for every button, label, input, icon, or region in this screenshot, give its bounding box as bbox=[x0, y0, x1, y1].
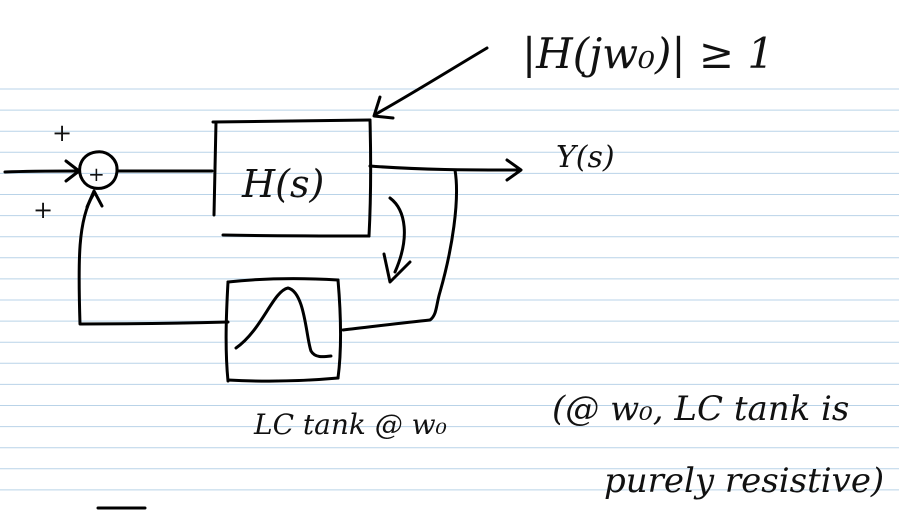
output-arrow bbox=[368, 158, 523, 182]
forward-block-label: H(s) bbox=[241, 162, 324, 206]
input-arrow bbox=[3, 159, 81, 183]
output-label: Y(s) bbox=[556, 140, 615, 175]
tank-caption: LC tank @ w₀ bbox=[253, 408, 447, 441]
summing-junction: + bbox=[78, 150, 119, 190]
sum-symbol: + bbox=[88, 162, 105, 186]
feedback-wire-right bbox=[341, 168, 458, 332]
gain-arrow bbox=[372, 46, 489, 120]
note-line-1: (@ w₀, LC tank is bbox=[552, 389, 849, 429]
ruled-lines bbox=[0, 88, 899, 491]
bandpass-curve-icon bbox=[234, 286, 333, 359]
forward-block: H(s) bbox=[211, 118, 373, 238]
note-line-2: purely resistive) bbox=[604, 461, 884, 501]
lc-tank-block bbox=[224, 277, 343, 383]
sum-sign-top: + bbox=[52, 119, 72, 147]
feedback-arrowhead bbox=[85, 189, 104, 209]
feedback-wire-left bbox=[77, 193, 230, 326]
sum-sign-bottom: + bbox=[33, 196, 53, 224]
curved-arrow bbox=[382, 196, 412, 284]
gain-condition-label: |H(jw₀)| ≥ 1 bbox=[522, 29, 774, 78]
